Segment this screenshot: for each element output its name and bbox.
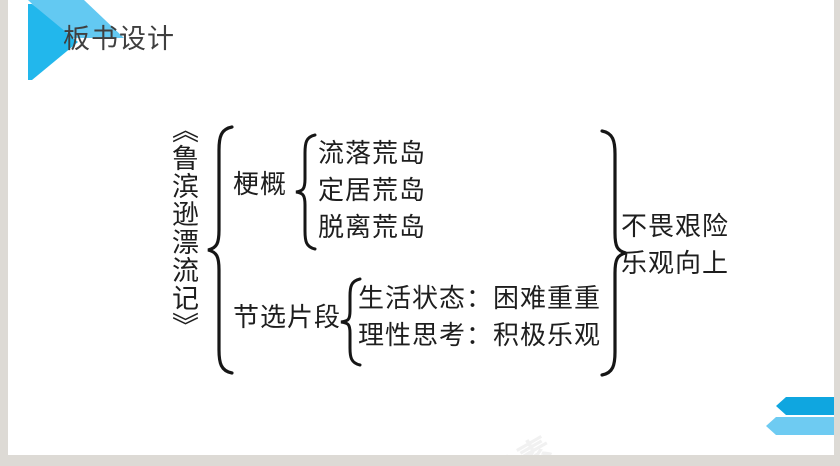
list-item: 流落荒岛	[318, 139, 427, 168]
list-item: 乐观向上	[621, 249, 730, 278]
book-title-vertical: 《鲁滨逊漂流记》	[168, 116, 198, 340]
list-item: 生活状态：困难重重	[358, 284, 602, 313]
gengai-inner-brace	[295, 133, 317, 251]
list-item: 定居荒岛	[318, 176, 427, 205]
page-title: 板书设计	[63, 24, 175, 54]
outer-left-brace	[207, 125, 234, 375]
watermark: 氪元素	[815, 414, 834, 455]
double-chevron-left-icon	[766, 397, 834, 435]
summary-item-list: 不畏艰险 乐观向上	[621, 208, 729, 282]
list-item: 不畏艰险	[621, 212, 730, 241]
jiexuan-item-list: 生活状态：困难重重 理性思考：积极乐观	[358, 280, 601, 354]
slide-canvas: 板书设计 氪元素 氪元素 《鲁滨逊漂流记》 梗概 流落荒岛 定居荒岛 脱离荒岛	[8, 0, 834, 455]
watermark: 氪元素	[443, 422, 564, 455]
branch-label-excerpt: 节选片段	[233, 303, 342, 332]
gengai-item-list: 流落荒岛 定居荒岛 脱离荒岛	[318, 135, 426, 246]
blackboard-diagram: 氪元素 氪元素 《鲁滨逊漂流记》 梗概 流落荒岛 定居荒岛 脱离荒岛 节选片段	[148, 108, 834, 455]
list-item: 理性思考：积极乐观	[358, 321, 602, 350]
list-item: 脱离荒岛	[318, 213, 427, 242]
branch-label-summary: 梗概	[233, 170, 288, 199]
